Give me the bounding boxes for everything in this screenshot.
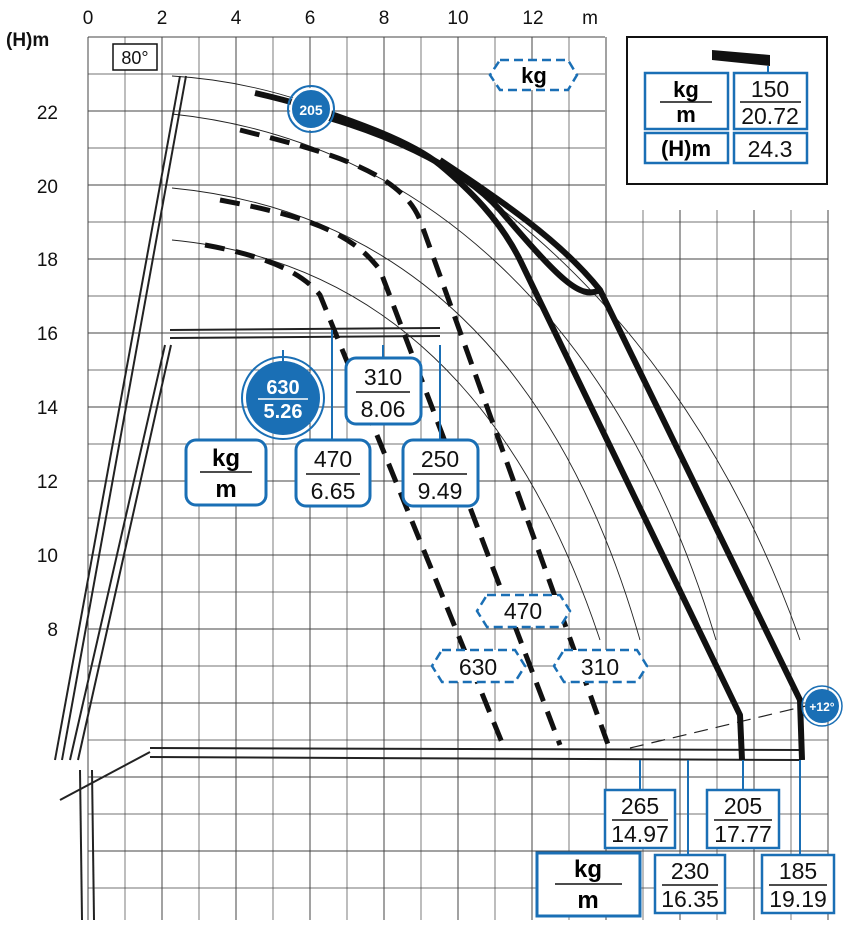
crane-boom <box>54 75 801 921</box>
bottom-kg: 265 <box>621 793 659 819</box>
kg-m-box-bottom: kg m <box>535 851 642 918</box>
y-tick: 8 <box>47 620 58 641</box>
legend-m: m <box>676 102 696 127</box>
legend-reach: 20.72 <box>741 103 799 129</box>
y-tick: 18 <box>37 250 58 271</box>
bottom-label-230: 230 16.35 <box>653 853 727 915</box>
mid-label-470: 470 6.65 <box>294 438 372 508</box>
mid-m: 9.49 <box>418 478 463 504</box>
badge-ext-angle: +12° <box>801 685 843 727</box>
reach-arc <box>171 239 601 641</box>
load-curve-dashed <box>204 242 508 751</box>
y-tick: 20 <box>37 177 58 198</box>
reach-arcs <box>171 75 801 641</box>
ext-line <box>629 704 811 749</box>
badge-top-value: 205 <box>299 102 323 118</box>
bottom-label-265: 265 14.97 <box>603 788 677 850</box>
curve-label-310: 310 <box>552 648 649 684</box>
load-curve-dashed <box>219 197 563 746</box>
kg-m-bottom-m: m <box>577 887 598 914</box>
kg-m-box: kg m <box>184 438 268 507</box>
legend-kg: kg <box>673 77 699 102</box>
badge-main-m: 5.26 <box>264 401 303 423</box>
boom-knuckle <box>59 751 151 801</box>
boom-vertical-2 <box>61 75 187 761</box>
x-tick: 6 <box>305 8 316 29</box>
x-tick: 2 <box>157 8 168 29</box>
bottom-kg: 230 <box>671 858 709 884</box>
curve-kg: 470 <box>504 598 542 624</box>
legend-box: kg m (H)m 150 20.72 24.3 <box>626 36 828 185</box>
bottom-m: 14.97 <box>611 821 669 847</box>
bottom-kg: 205 <box>724 793 762 819</box>
bottom-label-185: 185 19.19 <box>760 853 836 915</box>
reach-arc <box>171 187 641 641</box>
load-curve <box>299 107 805 761</box>
load-curves-dashed <box>204 127 613 751</box>
y-unit: (H)m <box>6 30 49 51</box>
kg-label: kg <box>521 63 547 88</box>
angle-box: 80° <box>112 43 158 71</box>
y-tick: 10 <box>37 546 58 567</box>
badge-205: 205 <box>287 85 335 133</box>
bottom-label-205: 205 17.77 <box>705 788 781 850</box>
kg-hex-label: kg <box>488 58 579 92</box>
boom-vertical <box>54 75 181 761</box>
load-curve-dashed <box>239 127 613 751</box>
legend-hm: (H)m <box>661 136 711 161</box>
y-axis: (H)m 22 20 18 16 14 12 10 8 <box>6 30 58 641</box>
kg-m-bottom-kg: kg <box>574 856 602 883</box>
curve-kg: 630 <box>459 654 497 680</box>
crane-column-2 <box>91 769 95 921</box>
badge-main-kg: 630 <box>266 377 299 399</box>
curve-label-470: 470 <box>475 593 572 629</box>
mid-m: 8.06 <box>361 396 406 422</box>
x-tick: 12 <box>522 8 543 29</box>
mid-kg: 310 <box>364 364 402 390</box>
boom-horizontal-low <box>149 747 801 751</box>
boom-horizontal-high <box>169 327 441 331</box>
y-tick: 14 <box>37 398 59 419</box>
boom-mid-2 <box>77 344 172 761</box>
mid-label-250: 250 9.49 <box>401 438 480 508</box>
mid-label-310: 310 8.06 <box>344 356 423 426</box>
x-unit: m <box>582 8 598 29</box>
reach-arc <box>171 75 801 641</box>
bottom-m: 16.35 <box>661 886 719 912</box>
x-tick: 8 <box>379 8 390 29</box>
reach-arc <box>171 113 717 641</box>
angle-max-label: 80° <box>121 48 148 68</box>
crane-column <box>79 769 83 921</box>
x-axis: 0 2 4 6 8 10 12 m <box>83 8 598 29</box>
x-tick: 10 <box>447 8 468 29</box>
curve-kg: 310 <box>581 654 619 680</box>
mid-kg: 470 <box>314 446 352 472</box>
y-tick: 16 <box>37 324 58 345</box>
x-tick: 4 <box>231 8 242 29</box>
kg-m-kg: kg <box>212 445 240 472</box>
legend-height: 24.3 <box>748 136 793 162</box>
bottom-m: 19.19 <box>769 886 827 912</box>
mid-m: 6.65 <box>311 478 356 504</box>
boom-horizontal-low-2 <box>149 756 801 761</box>
boom-tip-icon <box>712 50 770 66</box>
badge-main: 630 5.26 <box>241 356 325 440</box>
boom-horizontal-high-2 <box>169 335 441 339</box>
boom-mid <box>69 344 166 761</box>
kg-m-m: m <box>215 476 236 503</box>
y-tick: 22 <box>37 103 58 124</box>
ext-angle-label: +12° <box>809 700 834 714</box>
y-tick: 12 <box>37 472 58 493</box>
bottom-m: 17.77 <box>714 821 772 847</box>
curve-label-630: 630 <box>430 648 527 684</box>
bottom-kg: 185 <box>779 858 817 884</box>
mid-kg: 250 <box>421 446 459 472</box>
x-tick: 0 <box>83 8 94 29</box>
legend-load: 150 <box>751 76 789 102</box>
